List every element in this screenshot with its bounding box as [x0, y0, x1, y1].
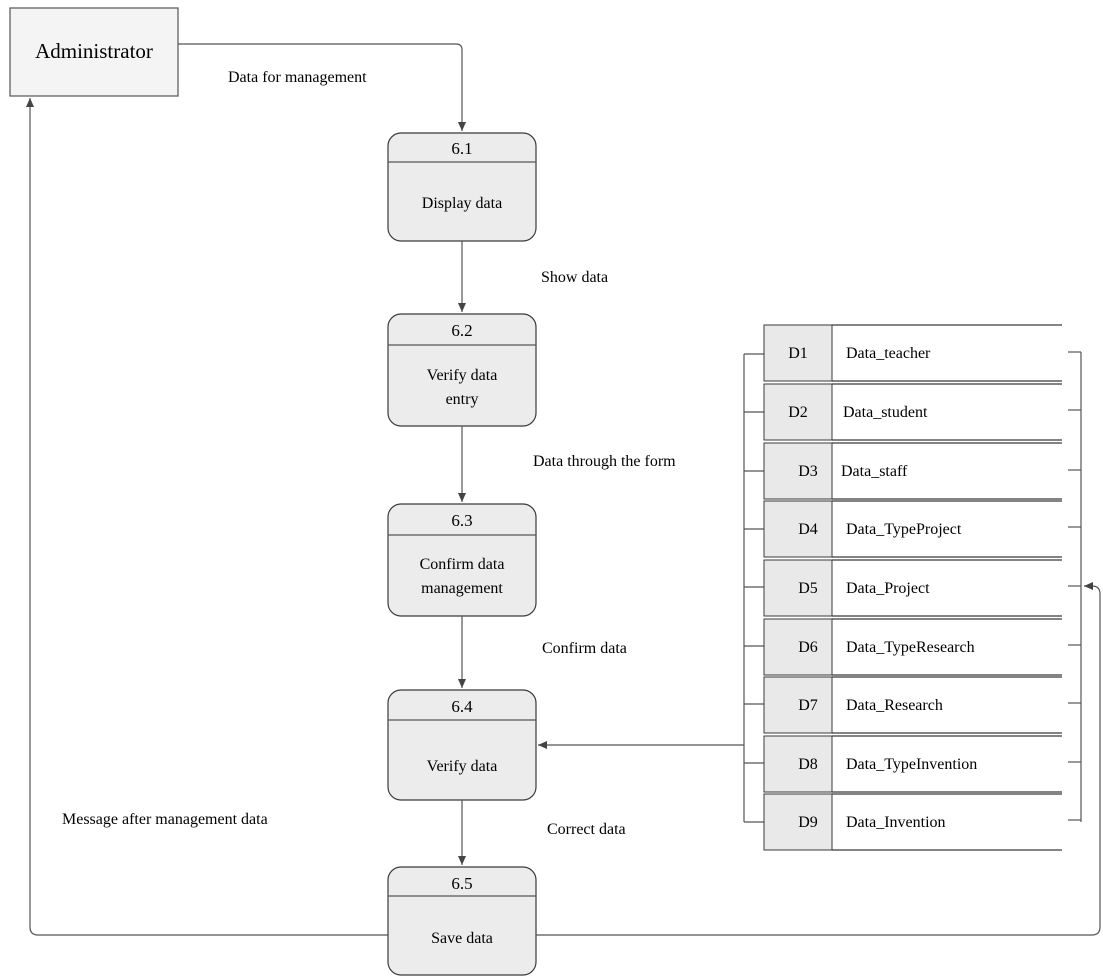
datastore-id: D7 [798, 697, 818, 714]
flow-label: Data for management [228, 69, 367, 86]
datastore-id: D2 [788, 404, 808, 421]
process-id: 6.2 [451, 321, 472, 340]
flow-show-data: Show data [458, 241, 608, 312]
datastore-d6: D6 Data_TypeResearch [763, 618, 1062, 676]
process-6-3: 6.3 Confirm data management [387, 503, 537, 617]
datastore-id: D5 [798, 580, 818, 597]
datastores-right-connector [1068, 351, 1082, 822]
flow-label: Data through the form [533, 453, 676, 470]
process-6-1: 6.1 Display data [387, 132, 537, 242]
flow-correct-data: Correct data [458, 800, 626, 865]
process-label-line-2: management [421, 580, 503, 597]
process-label: Display data [422, 195, 502, 212]
process-label-line-2: entry [446, 391, 479, 408]
datastore-d3: D3 Data_staff [763, 442, 1062, 500]
datastore-name: Data_Research [846, 697, 943, 714]
entity-label: Administrator [35, 39, 153, 63]
flow-label: Confirm data [542, 640, 627, 657]
process-id: 6.4 [451, 697, 473, 716]
datastore-name: Data_TypeResearch [846, 639, 975, 656]
flow-label: Show data [541, 269, 608, 286]
datastore-id: D3 [798, 463, 818, 480]
flow-label: Correct data [547, 821, 626, 838]
datastore-d4: D4 Data_TypeProject [763, 500, 1062, 558]
datastore-id: D4 [798, 521, 818, 538]
flow-save-to-datastores [536, 582, 1101, 936]
process-label-line-1: Verify data [427, 367, 498, 384]
process-6-5: 6.5 Save data [387, 866, 537, 976]
datastore-id: D9 [798, 814, 818, 831]
datastore-id: D6 [798, 639, 818, 656]
process-label-line-1: Confirm data [420, 556, 505, 573]
flow-label: Message after management data [62, 811, 268, 828]
datastore-id: D8 [798, 756, 818, 773]
datastore-name: Data_staff [841, 463, 908, 480]
datastore-name: Data_TypeInvention [846, 756, 977, 773]
process-6-2: 6.2 Verify data entry [387, 313, 537, 427]
datastore-d9: D9 Data_Invention [763, 793, 1062, 851]
datastore-name: Data_student [843, 404, 928, 421]
entity-administrator: Administrator [9, 7, 179, 97]
datastore-name: Data_Project [846, 580, 930, 597]
process-label: Verify data [427, 758, 498, 775]
flow-confirm-data: Confirm data [458, 616, 627, 688]
datastore-name: Data_Invention [846, 814, 946, 831]
datastore-name: Data_TypeProject [846, 521, 962, 538]
datastore-d2: D2 Data_student [763, 383, 1062, 441]
process-id: 6.5 [451, 874, 472, 893]
flow-datastores-to-verify [538, 353, 764, 823]
process-id: 6.1 [451, 139, 472, 158]
flow-data-for-management: Data for management [178, 43, 466, 131]
datastore-d7: D7 Data_Research [763, 676, 1062, 734]
datastore-d5: D5 Data_Project [763, 559, 1062, 617]
datastore-id: D1 [788, 345, 808, 362]
process-id: 6.3 [451, 511, 472, 530]
process-6-4: 6.4 Verify data [387, 689, 537, 801]
datastore-d8: D8 Data_TypeInvention [763, 735, 1062, 793]
datastore-name: Data_teacher [846, 345, 931, 362]
datastore-d1: D1 Data_teacher [763, 324, 1062, 382]
flow-data-through-form: Data through the form [458, 426, 676, 502]
flow-message-after-management: Message after management data [26, 98, 388, 936]
process-label: Save data [431, 930, 493, 947]
